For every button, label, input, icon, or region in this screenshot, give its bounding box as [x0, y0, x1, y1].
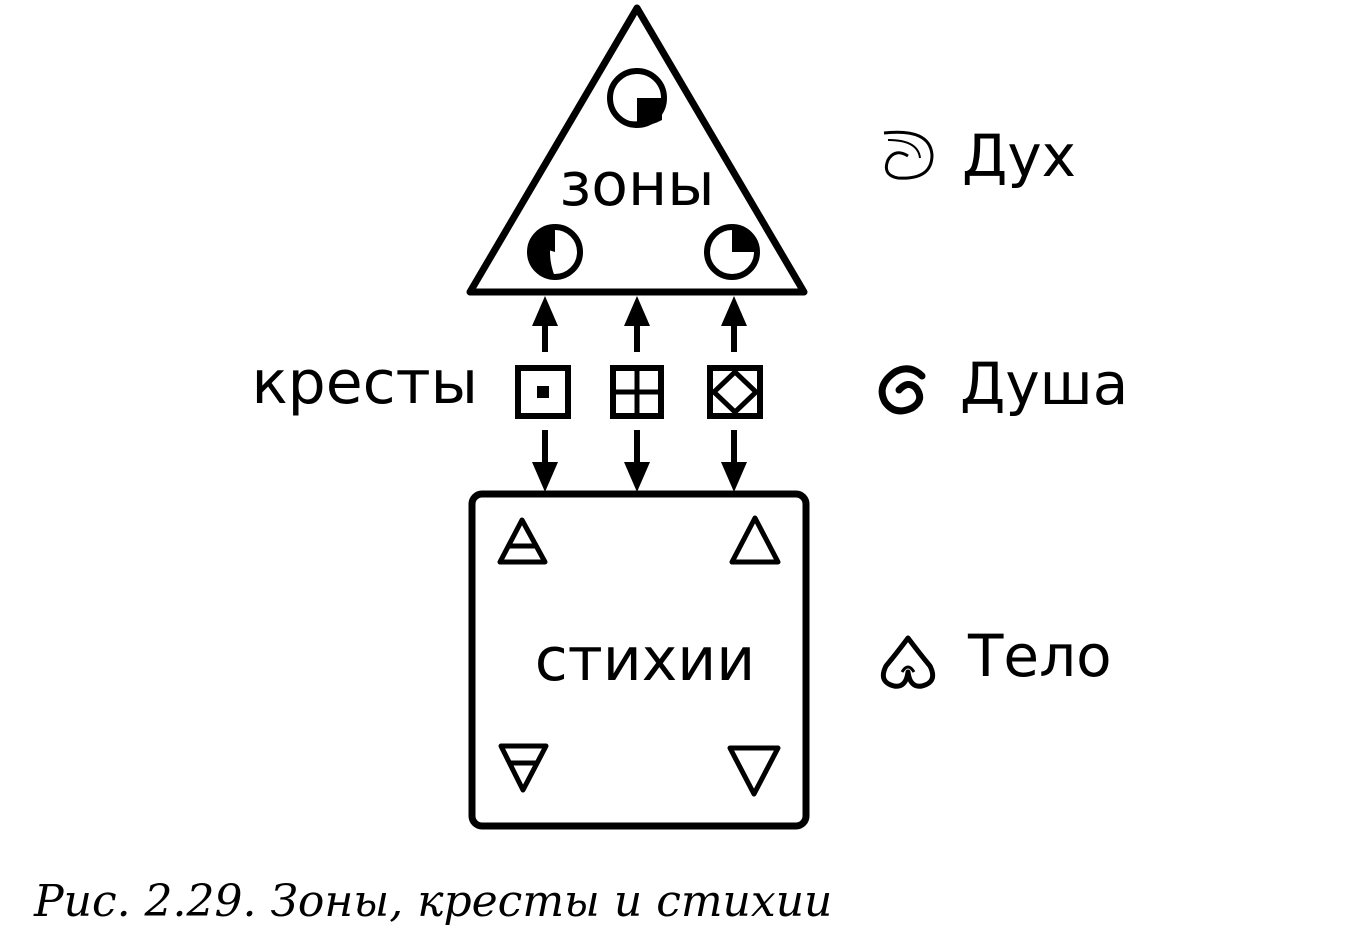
- cardinal-cross-icon: [515, 365, 571, 419]
- zones-label: зоны: [559, 150, 714, 220]
- arrows-to-zones: [532, 296, 747, 352]
- arrow-down-icon: [624, 430, 650, 492]
- crosses-row: [515, 365, 763, 419]
- arrow-down-icon: [721, 430, 747, 492]
- legend: Дух Душа Тело: [878, 122, 1128, 690]
- water-element-icon: [727, 745, 781, 797]
- air-element-icon: [497, 517, 548, 565]
- zone-circle-right-icon: [704, 224, 760, 280]
- elements-square: стихии: [468, 490, 810, 830]
- fire-element-icon: [729, 515, 781, 565]
- zone-circle-top-icon: [607, 68, 667, 128]
- mutable-cross-icon: [707, 365, 763, 419]
- fixed-cross-icon: [610, 365, 664, 419]
- arrow-up-icon: [624, 296, 650, 352]
- soul-glyph-icon: [878, 365, 926, 415]
- elements-label: стихии: [535, 625, 755, 695]
- arrow-up-icon: [532, 296, 558, 352]
- arrows-to-elements: [532, 430, 747, 492]
- arrow-down-icon: [532, 430, 558, 492]
- body-label: Тело: [967, 622, 1112, 690]
- figure-caption: Рис. 2.29. Зоны, кресты и стихии: [33, 876, 832, 927]
- body-glyph-icon: [880, 635, 936, 689]
- spirit-glyph-icon: [883, 130, 934, 180]
- crosses-label: кресты: [251, 348, 478, 418]
- zones-triangle: зоны: [466, 4, 808, 296]
- zone-circle-left-icon: [527, 224, 583, 280]
- earth-element-icon: [498, 743, 549, 793]
- spirit-label: Дух: [962, 122, 1076, 190]
- soul-label: Душа: [960, 350, 1128, 418]
- arrow-up-icon: [721, 296, 747, 352]
